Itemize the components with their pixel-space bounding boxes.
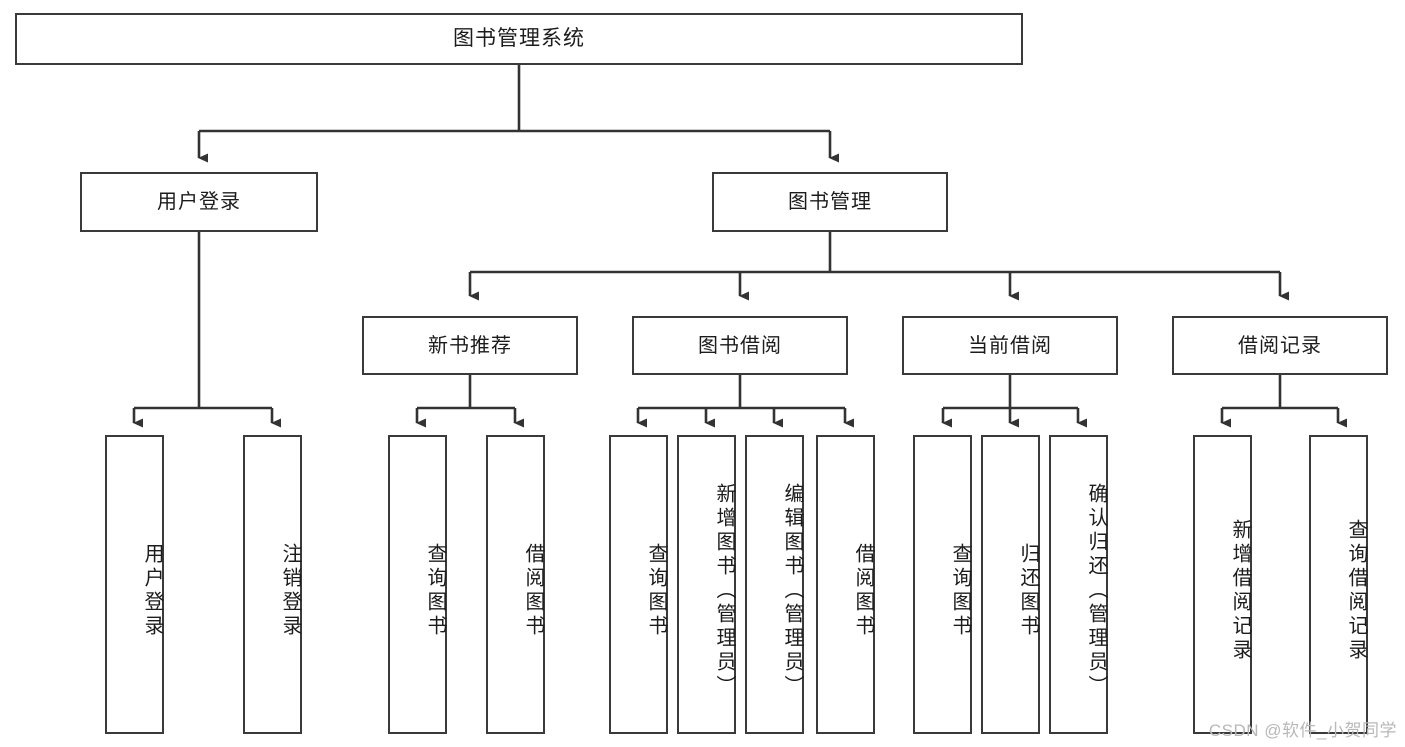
node-current-borrow[interactable]: 当前借阅 [902,316,1118,375]
node-label: 编辑图书（管理员） [781,482,803,699]
leaf-confirm-return[interactable]: 确认归还（管理员） [1049,435,1108,734]
leaf-logout-login[interactable]: 注销登录 [243,435,302,734]
node-label: 查询图书 [949,542,971,639]
leaf-query-book-borrow[interactable]: 查询图书 [609,435,668,734]
node-label: 新增图书（管理员） [713,482,735,699]
node-label: 用户登录 [141,542,163,639]
node-label: 图书管理 [788,191,872,213]
leaf-borrow-book-recommend[interactable]: 借阅图书 [486,435,545,734]
leaf-edit-book[interactable]: 编辑图书（管理员） [745,435,804,734]
node-label: 图书管理系统 [453,27,585,51]
node-new-book-recommend[interactable]: 新书推荐 [362,316,578,375]
node-label: 借阅图书 [522,542,544,639]
node-label: 确认归还（管理员） [1085,482,1107,699]
node-label: 查询借阅记录 [1345,518,1367,663]
leaf-query-book-recommend[interactable]: 查询图书 [388,435,447,734]
leaf-return-book[interactable]: 归还图书 [981,435,1040,734]
node-book-borrow[interactable]: 图书借阅 [632,316,848,375]
node-label: 当前借阅 [968,334,1052,357]
leaf-query-book-current[interactable]: 查询图书 [913,435,972,734]
node-borrow-record[interactable]: 借阅记录 [1172,316,1388,375]
leaf-user-login[interactable]: 用户登录 [105,435,164,734]
node-label: 查询图书 [424,542,446,639]
leaf-borrow-book-borrow[interactable]: 借阅图书 [816,435,875,734]
csdn-watermark: CSDN @软件_小贺同学 [1208,721,1397,740]
node-label: 注销登录 [279,542,301,639]
node-label: 新增借阅记录 [1229,518,1251,663]
node-book-management[interactable]: 图书管理 [712,172,948,232]
node-label: 用户登录 [157,191,241,213]
leaf-add-book[interactable]: 新增图书（管理员） [677,435,736,734]
node-root-book-management-system[interactable]: 图书管理系统 [15,13,1023,65]
node-label: 查询图书 [645,542,667,639]
node-label: 归还图书 [1017,542,1039,639]
node-label: 借阅记录 [1238,334,1322,357]
node-user-login[interactable]: 用户登录 [80,172,318,232]
node-label: 图书借阅 [698,334,782,357]
node-label: 借阅图书 [852,542,874,639]
leaf-add-borrow-record[interactable]: 新增借阅记录 [1193,435,1252,734]
node-label: 新书推荐 [428,334,512,357]
leaf-query-borrow-record[interactable]: 查询借阅记录 [1309,435,1368,734]
